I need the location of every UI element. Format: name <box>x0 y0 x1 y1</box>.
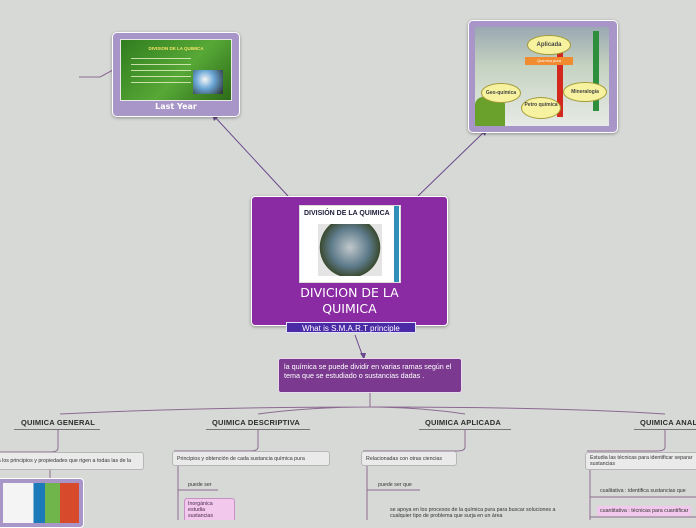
general-branch-line <box>0 430 59 453</box>
central-topic[interactable]: DIVISIÓN DE LA QUIMICA DIVICION DE LA QU… <box>251 196 448 326</box>
central-image-caption: DIVISIÓN DE LA QUIMICA <box>304 210 390 217</box>
aplicada-detail[interactable]: Relacionadas con otras ciencias <box>361 451 457 466</box>
branch-title-aplicada[interactable]: QUIMICA APLICADA <box>425 418 501 427</box>
stub-connector-2 <box>99 69 114 78</box>
slide-text-lines <box>131 58 191 88</box>
descriptiva-sub-item[interactable]: Inorgánica estudia sustancias <box>184 498 235 520</box>
branch-title-analitica[interactable]: QUIMICA ANALITICA <box>640 418 696 427</box>
diagram-image-card[interactable]: Aplicada Química pura Geo-química Minera… <box>468 20 618 133</box>
underline-general <box>14 429 100 430</box>
tube-green <box>593 31 599 111</box>
connector-central-lastyear <box>213 115 289 197</box>
last-year-slide-image: DIVISION DE LA QUIMICA <box>120 39 232 101</box>
analitica-sub-item-2[interactable]: cuantitativa : técnicas para cuantificar <box>597 506 692 516</box>
analitica-branch-line <box>587 430 666 520</box>
central-topic-image: DIVISIÓN DE LA QUIMICA <box>299 205 401 283</box>
analitica-sub-item-1[interactable]: cualitativa : identifica sustancias que <box>600 488 686 494</box>
bubble-aplicada: Aplicada <box>527 35 571 55</box>
descriptiva-sub-label[interactable]: puede ser <box>188 482 212 488</box>
aplicada-sub-label[interactable]: puede ser que <box>378 482 412 488</box>
connector-central-diagram <box>417 130 486 197</box>
lab-diagram-image: Aplicada Química pura Geo-química Minera… <box>475 27 609 126</box>
last-year-title: Last Year <box>155 102 197 111</box>
intro-box[interactable]: la química se puede dividir en varias ra… <box>278 358 462 393</box>
bubble-petroquimica: Petro química <box>521 97 561 119</box>
bubble-mineralogia: Mineralogía <box>563 82 607 102</box>
underline-analitica <box>634 429 696 430</box>
central-image-collage <box>318 224 382 276</box>
bubble-geoquimica: Geo-química <box>481 83 521 103</box>
general-lab-image <box>3 483 79 523</box>
label-quimica-pura: Química pura <box>525 57 573 65</box>
central-title: DIVICION DE LA QUIMICA <box>300 285 399 316</box>
slide-heading: DIVISION DE LA QUIMICA <box>148 46 204 51</box>
descriptiva-detail[interactable]: Principios y obtención de cada sustancia… <box>172 451 330 466</box>
descriptiva-branch-line <box>174 430 259 520</box>
general-image-card[interactable] <box>0 478 84 528</box>
last-year-card[interactable]: DIVISION DE LA QUIMICA Last Year <box>112 32 240 117</box>
analitica-detail[interactable]: Estudia las técnicas para identificar se… <box>585 452 696 470</box>
branch-lines <box>59 393 666 415</box>
underline-aplicada <box>419 429 511 430</box>
general-detail[interactable]: Estudia los principios y propiedades que… <box>0 452 144 470</box>
slide-photo <box>193 70 223 94</box>
aplicada-branch-line <box>363 430 466 520</box>
branch-title-general[interactable]: QUIMICA GENERAL <box>21 418 95 427</box>
smart-principle-label[interactable]: What is S.M.A.R.T principle <box>286 322 416 333</box>
tube-red <box>557 47 563 117</box>
underline-descriptiva <box>206 429 310 430</box>
branch-title-descriptiva[interactable]: QUIMICA DESCRIPTIVA <box>212 418 300 427</box>
aplicada-sub-item[interactable]: se apoya en los procesos de la química p… <box>390 507 556 519</box>
central-image-band <box>394 206 399 282</box>
